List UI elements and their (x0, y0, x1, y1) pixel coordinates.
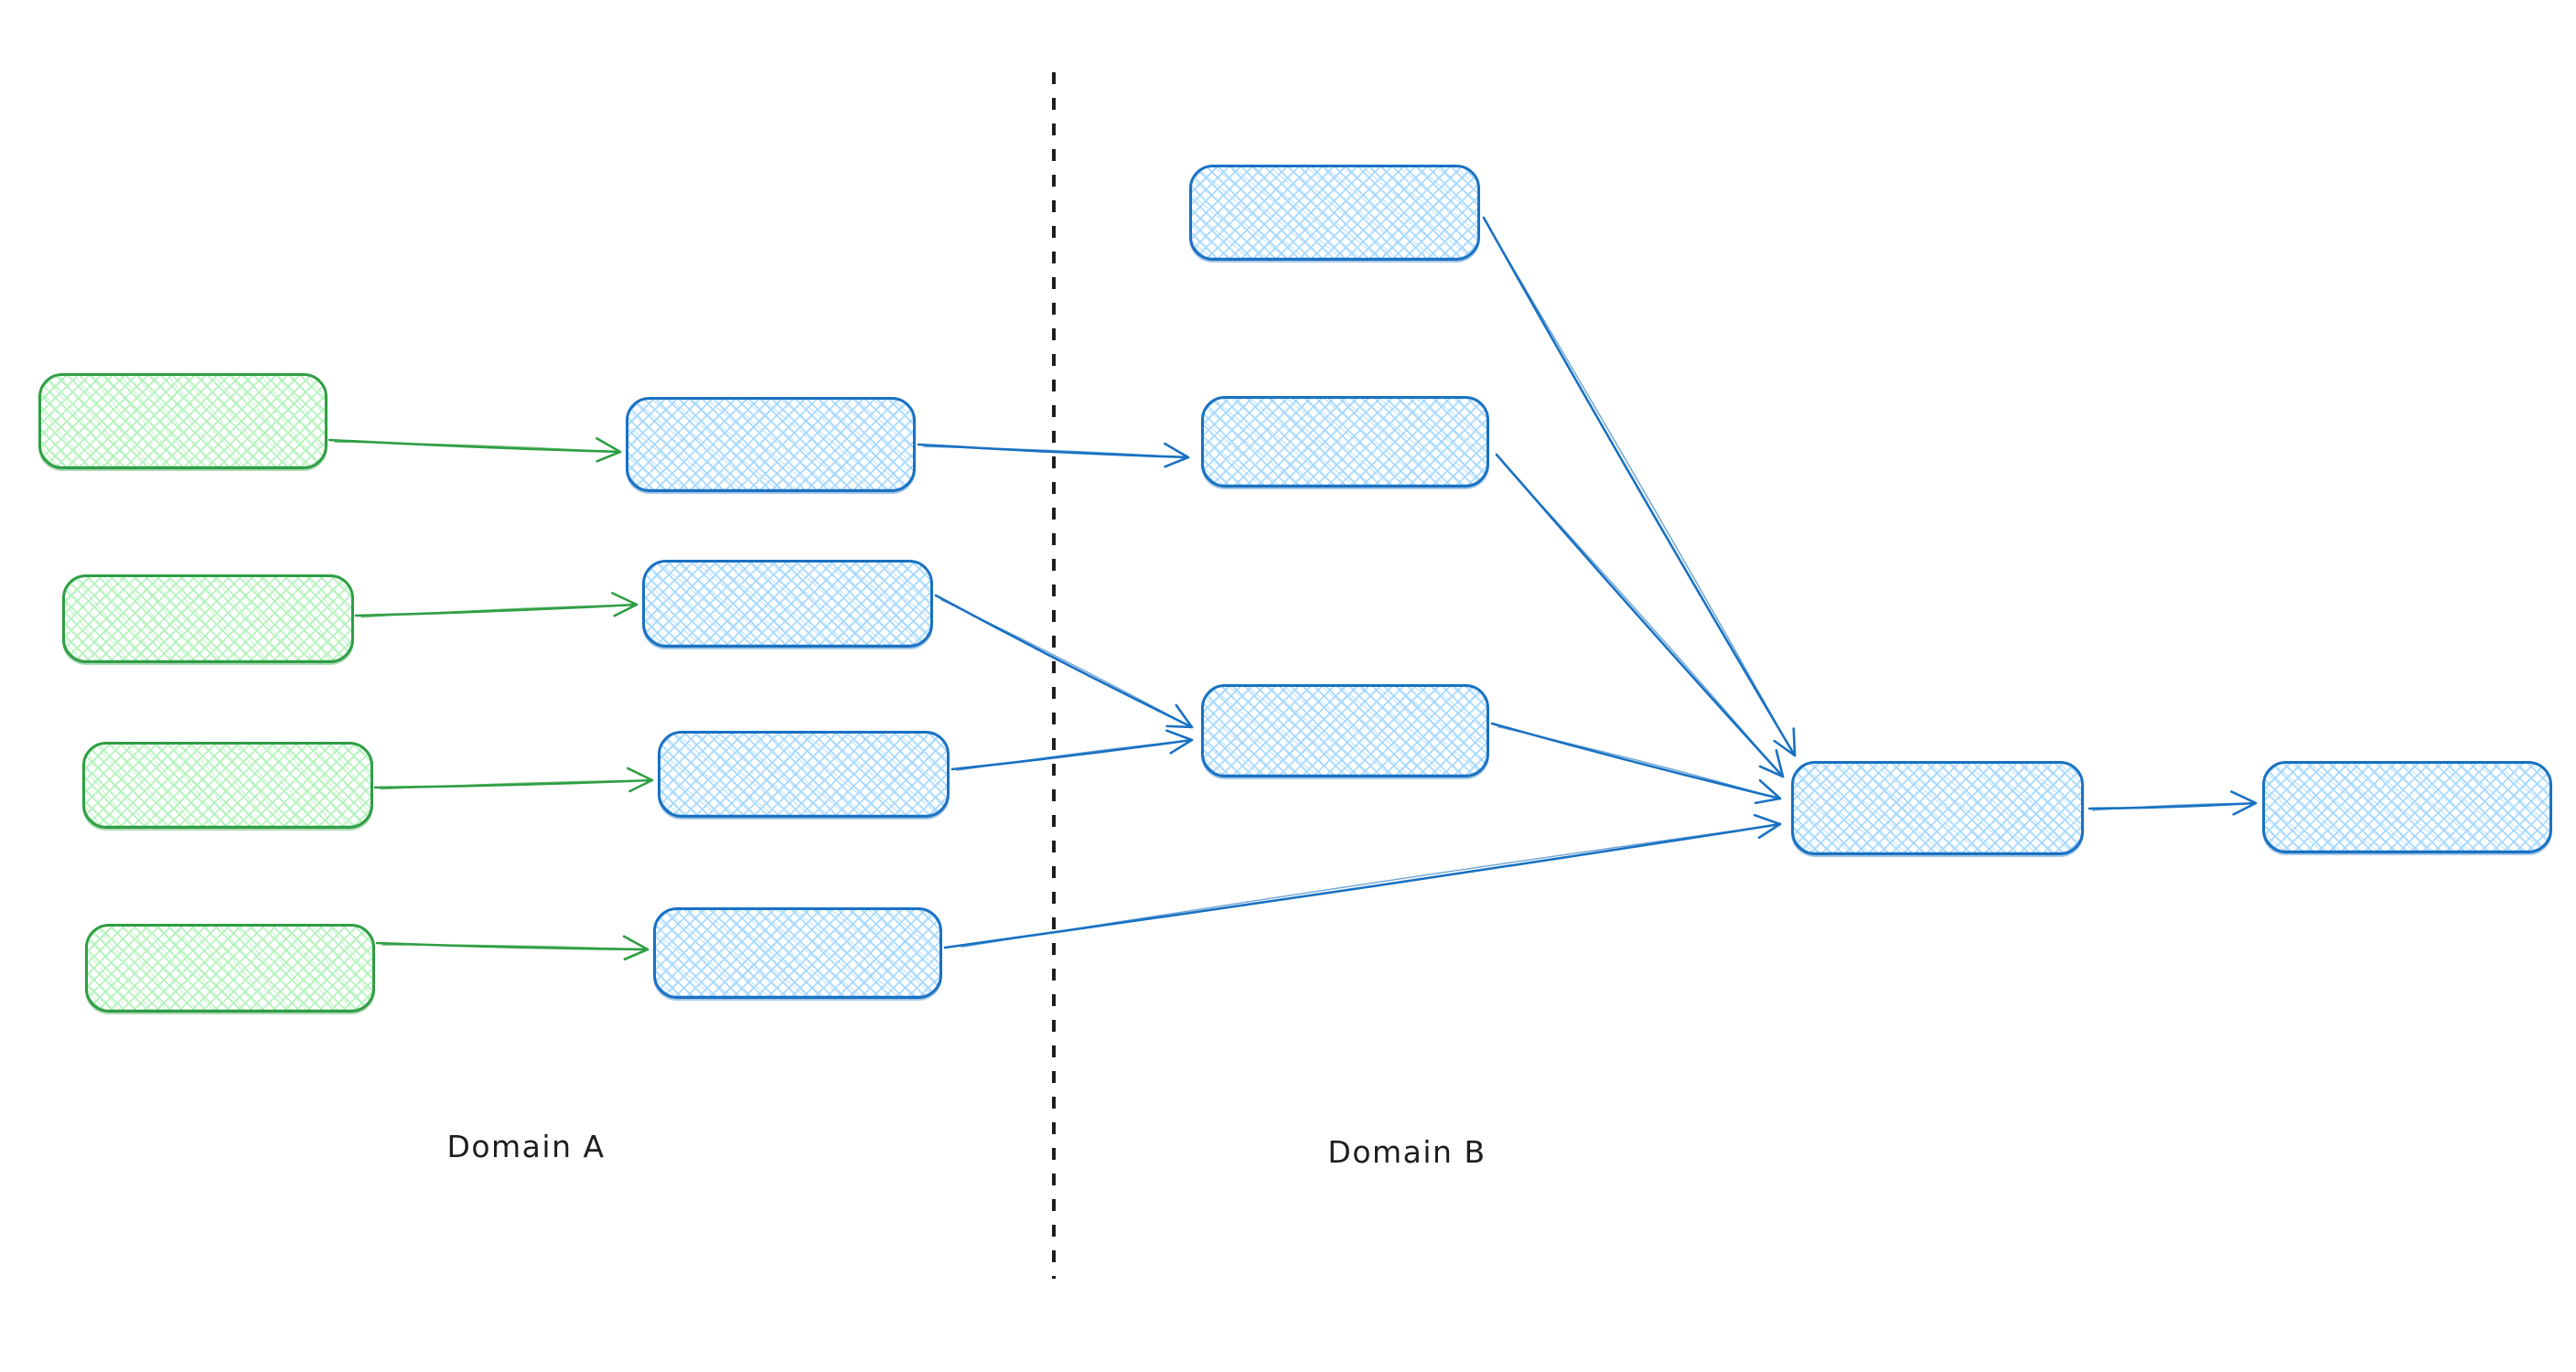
node-a-node-4[interactable] (653, 907, 942, 999)
arrow-a-src-2-to-a-node-2[interactable] (354, 592, 639, 618)
arrow-a-node-3-to-b-node-3[interactable] (950, 729, 1194, 772)
arrow-a-node-1-to-b-node-2[interactable] (917, 442, 1190, 468)
arrow-b-hub-to-b-output[interactable] (2088, 790, 2258, 816)
node-b-node-2[interactable] (1201, 396, 1489, 488)
node-a-node-1[interactable] (626, 397, 916, 492)
node-b-output[interactable] (2262, 761, 2552, 853)
arrow-a-node-2-to-b-node-3[interactable] (934, 594, 1194, 729)
arrow-b-node-2-to-b-hub[interactable] (1495, 453, 1785, 778)
arrow-b-node-1-to-b-hub[interactable] (1482, 216, 1797, 757)
domain-b-label: Domain B (1327, 1134, 1487, 1170)
arrow-a-src-1-to-a-node-1[interactable] (327, 436, 622, 463)
node-a-src-4[interactable] (85, 924, 375, 1013)
node-b-node-3[interactable] (1201, 684, 1489, 777)
node-a-node-3[interactable] (658, 731, 950, 818)
arrow-a-src-4-to-a-node-4[interactable] (375, 935, 649, 961)
node-a-src-1[interactable] (38, 373, 327, 469)
node-b-hub[interactable] (1791, 761, 2084, 855)
arrow-b-node-3-to-b-hub[interactable] (1490, 722, 1782, 805)
node-b-node-1[interactable] (1189, 165, 1480, 261)
domain-a-label: Domain A (446, 1129, 606, 1164)
node-a-node-2[interactable] (642, 560, 933, 648)
node-a-src-2[interactable] (62, 574, 354, 663)
node-a-src-3[interactable] (82, 742, 373, 829)
arrow-a-node-4-to-b-hub[interactable] (943, 813, 1782, 949)
arrow-a-src-3-to-a-node-3[interactable] (373, 766, 654, 793)
